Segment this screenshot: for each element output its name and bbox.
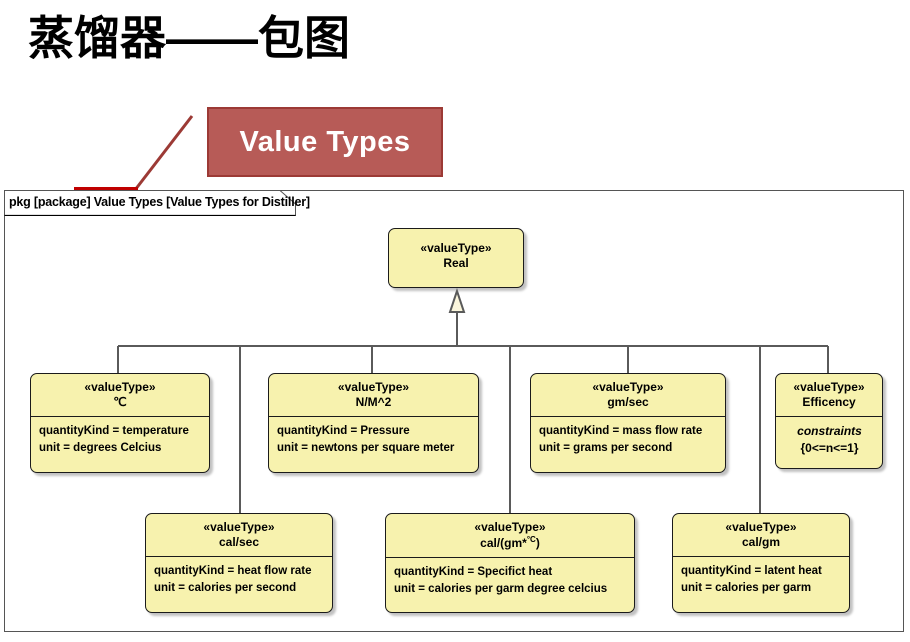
property-quantitykind: quantityKind = temperature	[39, 425, 189, 437]
value-type-name: gm/sec	[607, 395, 649, 409]
value-type-box-cal-per-sec[interactable]: «valueType» cal/sec quantityKind = heat …	[145, 513, 333, 613]
value-type-name: ℃	[113, 395, 127, 409]
value-type-header: «valueType» gm/sec	[531, 374, 725, 417]
property-unit: unit = calories per garm	[681, 581, 812, 594]
value-type-properties: quantityKind = latent heat unit = calori…	[673, 557, 849, 602]
page-title: 蒸馏器——包图	[28, 12, 350, 64]
callout-banner: Value Types	[207, 107, 443, 177]
property-unit: unit = degrees Celcius	[39, 441, 162, 454]
value-type-properties: quantityKind = Pressure unit = newtons p…	[269, 417, 478, 462]
value-type-name: cal/gm	[741, 535, 780, 549]
value-type-name: N/M^2	[355, 395, 392, 409]
value-type-box-cal-per-gm[interactable]: «valueType» cal/gm quantityKind = latent…	[672, 513, 850, 613]
value-type-header: «valueType» cal/gm	[673, 514, 849, 557]
property-unit: unit = calories per garm degree celcius	[394, 582, 608, 595]
stereotype-label: «valueType»	[420, 241, 492, 255]
value-type-name-suffix: )	[535, 536, 540, 550]
value-type-header: «valueType» Real	[389, 229, 523, 277]
value-type-box-gm-per-sec[interactable]: «valueType» gm/sec quantityKind = mass f…	[530, 373, 726, 473]
constraints-label: constraints	[797, 424, 862, 438]
value-type-box-n-per-m2[interactable]: «valueType» N/M^2 quantityKind = Pressur…	[268, 373, 479, 473]
value-type-header: «valueType» Efficency	[776, 374, 882, 417]
value-type-header: «valueType» ℃	[31, 374, 209, 417]
property-unit: unit = grams per second	[539, 441, 673, 454]
property-unit: unit = newtons per square meter	[277, 441, 455, 454]
stereotype-label: «valueType»	[203, 520, 275, 534]
callout-banner-label: Value Types	[239, 125, 411, 158]
value-type-box-celsius[interactable]: «valueType» ℃ quantityKind = temperature…	[30, 373, 210, 473]
property-quantitykind: quantityKind = Pressure	[277, 425, 410, 437]
value-type-properties: quantityKind = mass flow rate unit = gra…	[531, 417, 725, 462]
value-type-name: cal/(gm*°C)	[390, 535, 630, 551]
property-unit: unit = calories per second	[154, 581, 297, 594]
package-frame-tab	[4, 190, 296, 216]
value-type-box-real[interactable]: «valueType» Real	[388, 228, 524, 288]
value-type-name-prefix: cal/(gm*	[480, 536, 527, 550]
stereotype-label: «valueType»	[592, 380, 664, 394]
value-type-name: cal/sec	[218, 535, 260, 549]
stereotype-label: «valueType»	[337, 380, 410, 394]
property-quantitykind: quantityKind = mass flow rate	[539, 425, 703, 437]
value-type-name: Efficency	[802, 395, 856, 409]
callout-leader-line	[133, 115, 194, 191]
constraint-expression: {0<=n<=1}	[800, 440, 859, 455]
value-type-properties: quantityKind = Specifict heat unit = cal…	[386, 558, 634, 603]
value-type-properties: quantityKind = temperature unit = degree…	[31, 417, 209, 462]
value-type-properties: quantityKind = heat flow rate unit = cal…	[146, 557, 332, 602]
value-type-header: «valueType» N/M^2	[269, 374, 478, 417]
property-quantitykind: quantityKind = latent heat	[681, 565, 822, 577]
value-type-box-cal-per-gm-degc[interactable]: «valueType» cal/(gm*°C) quantityKind = S…	[385, 513, 635, 613]
value-type-constraints: constraints {0<=n<=1}	[776, 417, 882, 463]
value-type-header: «valueType» cal/(gm*°C)	[386, 514, 634, 558]
stereotype-label: «valueType»	[793, 380, 865, 394]
value-type-header: «valueType» cal/sec	[146, 514, 332, 557]
value-type-name: Real	[443, 256, 469, 270]
value-type-box-efficency[interactable]: «valueType» Efficency constraints {0<=n<…	[775, 373, 883, 469]
package-frame-label: pkg [package] Value Types [Value Types f…	[9, 195, 310, 209]
value-type-name-superscript: °C	[526, 535, 536, 544]
property-quantitykind: quantityKind = Specifict heat	[394, 566, 553, 578]
stereotype-label: «valueType»	[474, 520, 546, 534]
stereotype-label: «valueType»	[725, 520, 797, 534]
stereotype-label: «valueType»	[84, 380, 156, 394]
property-quantitykind: quantityKind = heat flow rate	[154, 565, 312, 577]
